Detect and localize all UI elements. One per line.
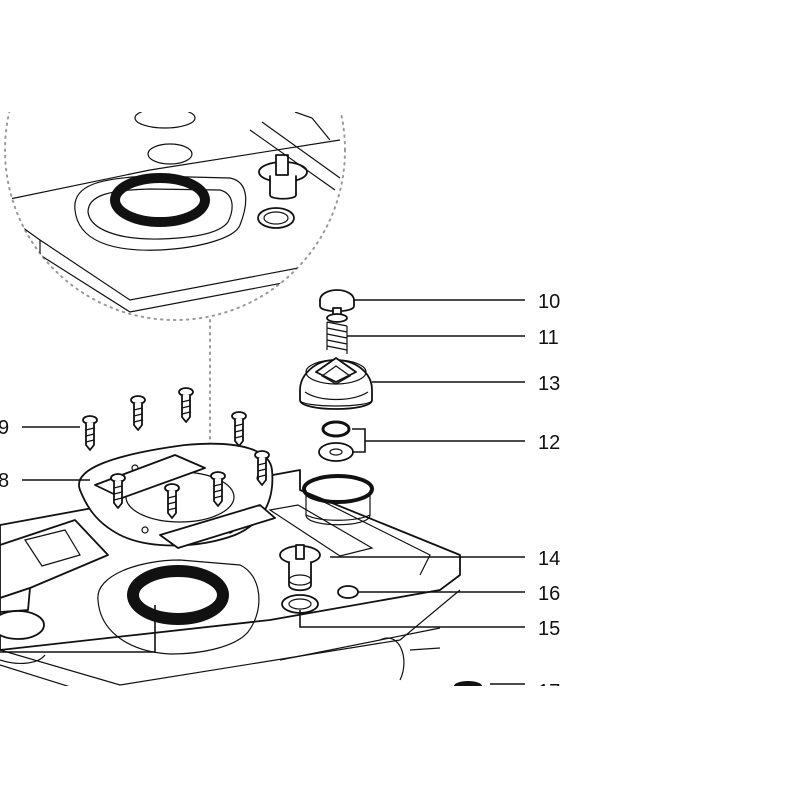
detail-circle-outline: [4, 112, 346, 321]
drain-hole: [337, 585, 359, 599]
o-ring-set: [318, 420, 354, 462]
detail-inset: [4, 112, 346, 321]
valve-cap: [319, 289, 355, 317]
screw: [178, 387, 194, 423]
callout-17: 17: [538, 681, 560, 703]
callout-16: 16: [538, 583, 560, 605]
seal-seat-frame: [97, 559, 260, 655]
screw: [210, 471, 226, 507]
callout-10: 10: [538, 291, 560, 313]
screws: [82, 387, 270, 519]
valve-spring: [326, 313, 348, 354]
screw: [110, 473, 126, 509]
body-o-ring: [302, 474, 374, 526]
callout-12: 12: [538, 432, 560, 454]
screw: [82, 415, 98, 451]
callout-14: 14: [538, 548, 560, 570]
leader-lines: [0, 299, 525, 685]
screw: [130, 395, 146, 431]
valve-housing: [299, 357, 373, 410]
screw: [254, 450, 270, 486]
part-17: [454, 681, 482, 686]
detail-seal-ring: [110, 173, 210, 227]
callout-13: 13: [538, 373, 560, 395]
callout-9: 9: [0, 417, 9, 439]
pump-assembly: [0, 519, 109, 665]
detail-valve: [257, 154, 308, 229]
valve-stem: [279, 544, 321, 614]
screw: [164, 483, 180, 519]
callout-15: 15: [538, 618, 560, 640]
callout-labels: 10 11 13 12 14 16 15 9 8 17: [0, 291, 560, 703]
callout-11: 11: [538, 327, 559, 349]
seal-ring: [127, 565, 229, 625]
screw: [231, 411, 247, 447]
callout-8: 8: [0, 470, 9, 492]
